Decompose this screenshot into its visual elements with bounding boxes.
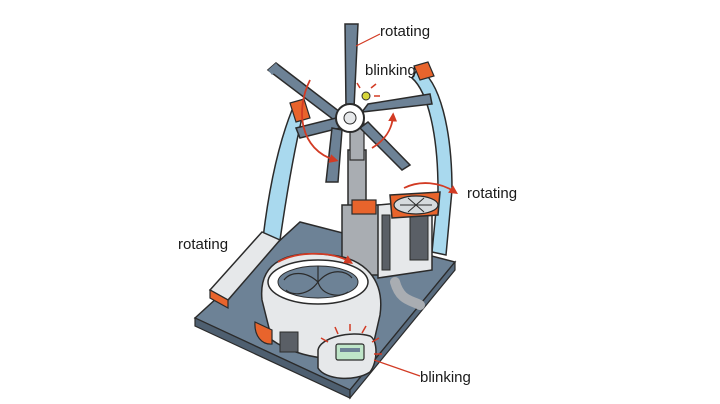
label-display-blinking: blinking	[420, 369, 471, 386]
fan-icon	[283, 266, 353, 296]
leader-line	[373, 359, 421, 377]
blink-ray-icon	[320, 324, 382, 355]
side-cabinet	[377, 191, 441, 279]
hose-pipe	[390, 277, 425, 310]
label-top-light-blinking: blinking	[365, 62, 416, 79]
front-fan-housing	[254, 253, 382, 360]
leader-line	[355, 33, 381, 47]
top-indicator-light	[361, 91, 371, 101]
label-side-fan-rotating: rotating	[467, 185, 518, 202]
blink-ray-icon	[356, 82, 380, 97]
left-ramp	[208, 231, 282, 310]
motion-arrow-icon	[371, 112, 398, 149]
motion-arrow-icon	[403, 182, 458, 194]
display-unit	[317, 333, 377, 380]
motion-arrow-icon	[301, 79, 339, 163]
motion-arrow-icon	[277, 252, 354, 264]
left-glass-arch	[262, 98, 311, 241]
label-top-fan-rotating: rotating	[380, 23, 431, 40]
propeller-icon	[266, 23, 433, 183]
label-front-fan-rotating: rotating	[178, 236, 229, 253]
fan-icon	[400, 197, 432, 213]
